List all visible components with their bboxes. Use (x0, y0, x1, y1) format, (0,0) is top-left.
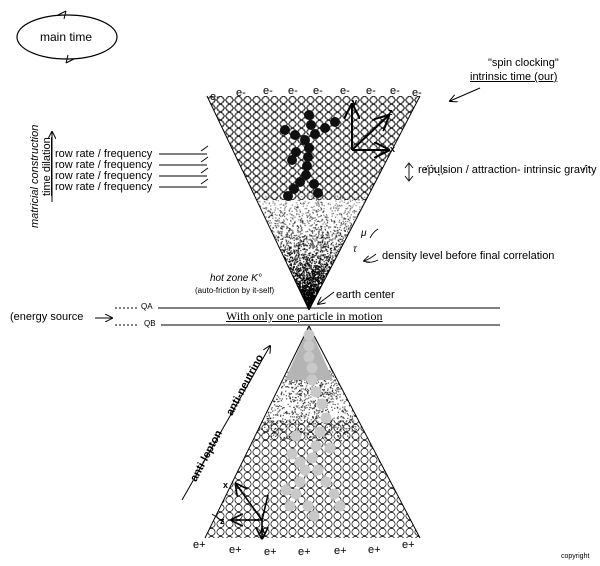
electron-label: e- (210, 91, 220, 103)
electron-label: e- (263, 85, 273, 97)
row-rate-label: row rate / frequency (55, 181, 153, 193)
positron-label: e+ (402, 539, 415, 551)
qb-label: QB (144, 319, 156, 328)
electron-label: e- (366, 85, 376, 97)
tau-label: τ (353, 244, 357, 255)
particle-figure-lower (280, 329, 346, 522)
density-label: density level before final correlation (382, 250, 555, 262)
earth-center-label: earth center (336, 289, 395, 301)
axis-x-lower: x (223, 480, 229, 490)
earth-center-arrow (318, 291, 335, 304)
positron-label: e+ (298, 546, 311, 558)
anti-arrow (181, 346, 270, 501)
positron-label: e+ (334, 545, 347, 557)
electron-label: e- (313, 85, 323, 97)
axes-upper (352, 105, 388, 150)
gravity-wave (404, 162, 590, 182)
mu-tau-arrows (364, 228, 379, 262)
energy-source-label: (energy source (10, 311, 84, 323)
electron-label: e- (390, 85, 400, 97)
matricial-construction-label: matricial construction (29, 124, 41, 228)
intrinsic-time-arrow (450, 87, 481, 101)
axis-x-upper: x (390, 144, 396, 154)
qa-label: QA (141, 302, 153, 311)
axis-y-upper: y (352, 97, 358, 107)
positron-label: e+ (264, 546, 277, 558)
positron-label: e+ (193, 539, 206, 551)
row-rate-arrows (159, 145, 209, 188)
main-time-label: main time (40, 30, 93, 44)
electron-label: e- (340, 85, 350, 97)
axes-lower (232, 484, 269, 538)
row-rate-label: row rate / frequency (55, 159, 153, 171)
axis-z-upper: z (388, 107, 393, 117)
electron-label: e- (236, 87, 246, 99)
row-rate-label: row rate / frequency (55, 148, 153, 160)
axis-y-lower: A (259, 526, 266, 536)
electron-label: e- (288, 85, 298, 97)
main-time-badge (16, 10, 118, 64)
particle-figure-upper (280, 110, 340, 201)
axis-z-lower: z (220, 516, 225, 526)
positron-arrows (211, 513, 225, 523)
motion-label: With only one particle in motion (226, 309, 383, 323)
intrinsic-time-label: intrinsic time (our) (470, 71, 558, 83)
electron-label: e- (412, 87, 422, 99)
positron-label: e+ (229, 544, 242, 556)
hot-zone-label: hot zone K° (210, 273, 262, 284)
row-rate-label: row rate / frequency (55, 170, 153, 182)
gravity-label: repulsion / attraction- intrinsic gravit… (418, 164, 597, 176)
lower-funnel (204, 325, 421, 539)
positron-label: e+ (368, 544, 381, 556)
copyright-label: copyright (561, 553, 590, 560)
qa-qb-lines (95, 307, 500, 326)
hot-zone-sub-label: (auto-friction by it-self) (195, 286, 275, 295)
spin-clocking-label: "spin clocking" (488, 57, 559, 69)
mu-label: μ (361, 228, 367, 239)
time-dilation-label: time dilation (41, 137, 53, 196)
